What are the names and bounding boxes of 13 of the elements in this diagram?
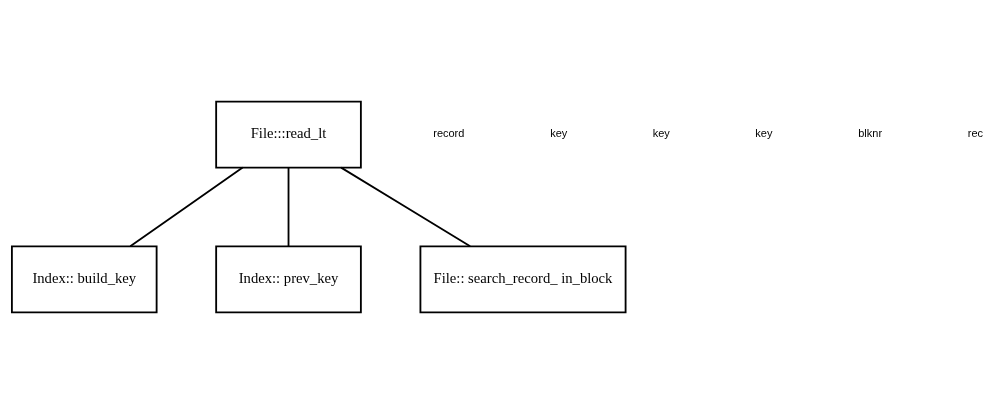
label: key (652, 127, 670, 140)
node-box: File:: search_record_ in_block (419, 245, 627, 314)
node-box: Index:: prev_key (215, 245, 362, 314)
label: key (550, 127, 568, 140)
connector (129, 166, 244, 248)
label: key (755, 127, 773, 140)
node-box: File:::read_lt (215, 100, 362, 169)
label: blknr (858, 127, 883, 140)
label: rec (967, 127, 984, 140)
connector (340, 166, 472, 248)
connector (287, 166, 290, 248)
label: record (433, 127, 465, 140)
node-box: Index:: build_key (11, 245, 158, 314)
